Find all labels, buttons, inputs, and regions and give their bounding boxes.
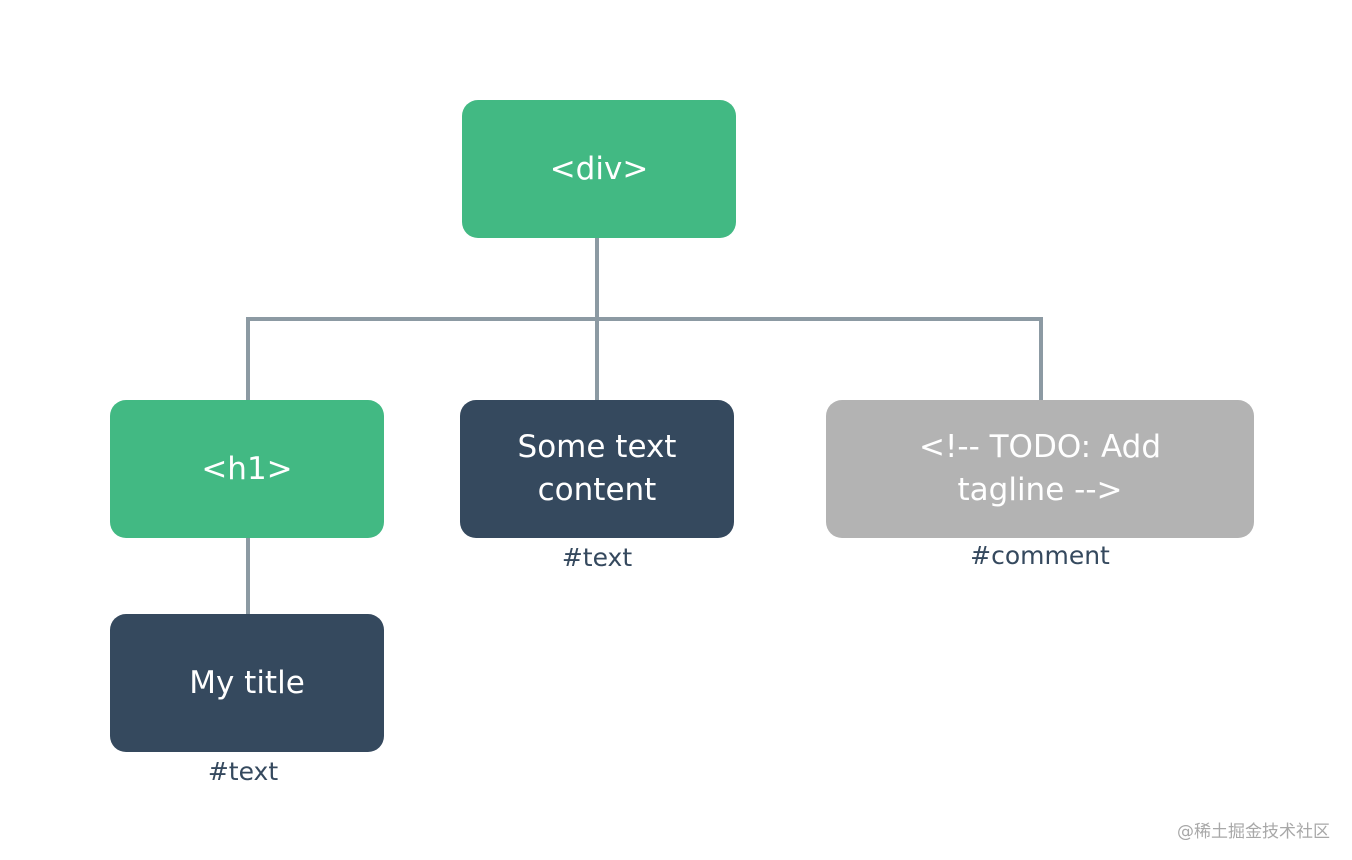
- node-h1: <h1>: [110, 400, 384, 538]
- node-type-label-comment: #comment: [970, 541, 1110, 570]
- node-some-text-label: Some text content: [517, 429, 677, 508]
- node-type-label-some-text: #text: [561, 543, 633, 572]
- node-comment-label: <!-- TODO: Add tagline -->: [918, 429, 1161, 508]
- node-h1-label: <h1>: [201, 450, 293, 487]
- node-my-title: My title: [110, 614, 384, 752]
- node-comment: <!-- TODO: Add tagline -->: [826, 400, 1254, 538]
- node-my-title-label: My title: [189, 664, 305, 701]
- node-type-label-my-title: #text: [207, 757, 279, 786]
- watermark: @稀土掘金技术社区: [1177, 822, 1330, 842]
- node-some-text: Some text content: [460, 400, 734, 538]
- node-div-label: <div>: [549, 150, 649, 187]
- node-div: <div>: [462, 100, 736, 238]
